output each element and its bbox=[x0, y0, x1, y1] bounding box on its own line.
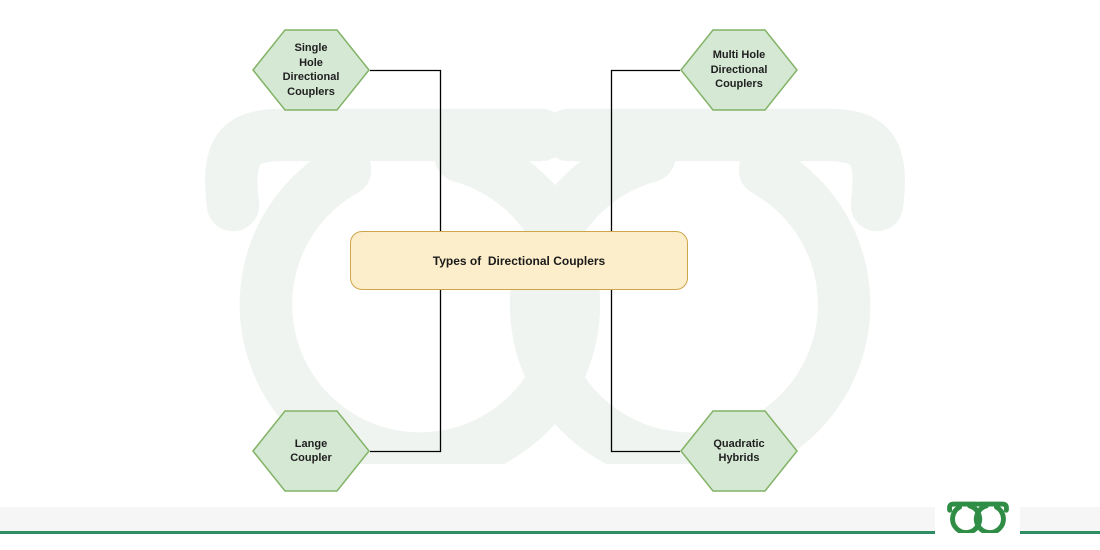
center-node-label: Types of Directional Couplers bbox=[432, 253, 606, 268]
node-single-hole-directional-couplers: Single Hole Directional Couplers bbox=[252, 29, 370, 111]
node-label: Quadratic Hybrids bbox=[713, 437, 765, 465]
node-multi-hole-directional-couplers: Multi Hole Directional Couplers bbox=[680, 29, 798, 111]
hexagon-shape-icon bbox=[680, 410, 798, 492]
center-node-types-of-directional-couplers: Types of Directional Couplers bbox=[350, 231, 688, 290]
footer-divider-right bbox=[1020, 507, 1100, 534]
node-label: Lange Coupler bbox=[290, 437, 332, 465]
node-quadratic-hybrids: Quadratic Hybrids bbox=[680, 410, 798, 492]
node-lange-coupler: Lange Coupler bbox=[252, 410, 370, 492]
geeksforgeeks-logo bbox=[947, 501, 1009, 533]
node-label: Multi Hole Directional Couplers bbox=[710, 49, 768, 91]
node-label: Single Hole Directional Couplers bbox=[282, 42, 340, 98]
footer-divider-left bbox=[0, 507, 935, 534]
hexagon-shape-icon bbox=[252, 29, 370, 111]
hexagon-shape-icon bbox=[252, 410, 370, 492]
hexagon-shape-icon bbox=[680, 29, 798, 111]
